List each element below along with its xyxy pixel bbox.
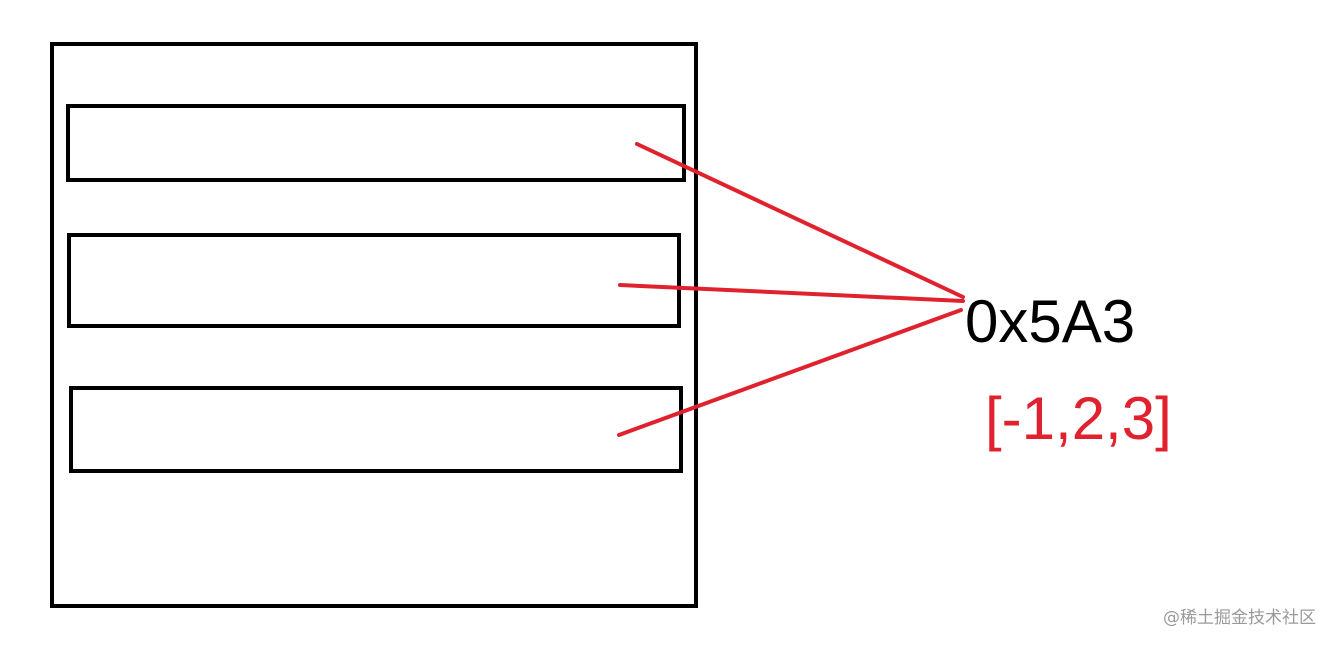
memory-block (50, 42, 698, 608)
pointer-line-2 (618, 283, 965, 303)
watermark: @稀土掘金技术社区 (1163, 608, 1316, 628)
memory-slot-3 (69, 386, 683, 473)
pointer-line-1 (635, 142, 965, 299)
address-label: 0x5A3 (965, 288, 1135, 355)
memory-slot-1 (66, 104, 686, 182)
pointer-line-3 (617, 308, 963, 437)
value-label: [-1,2,3] (985, 385, 1172, 452)
memory-slot-2 (67, 233, 681, 328)
